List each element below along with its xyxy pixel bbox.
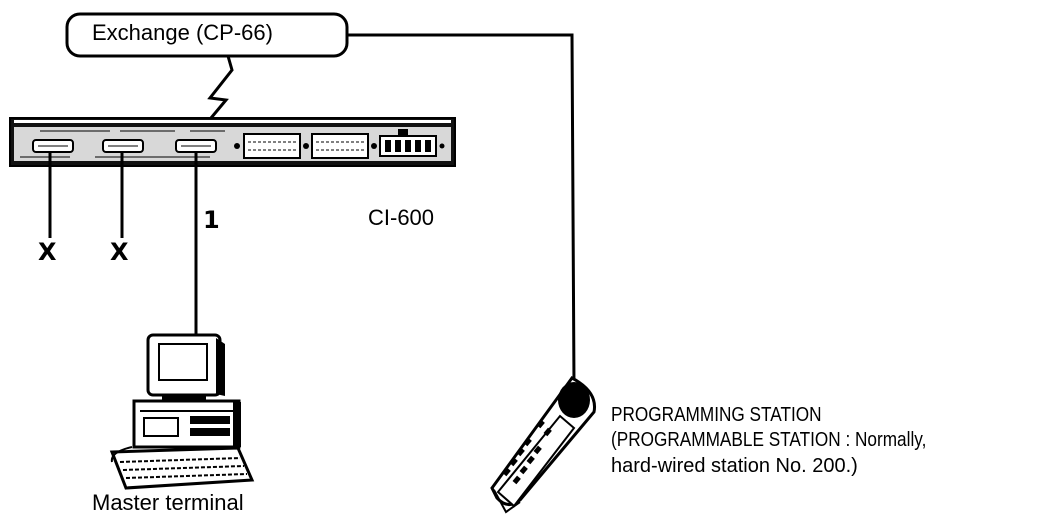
programming-station-cable	[347, 33, 576, 386]
programming-station-icon	[490, 376, 597, 514]
ci-600-label: CI-600	[368, 205, 435, 230]
programming-station-title: PROGRAMMING STATION	[611, 404, 822, 426]
master-terminal-icon	[109, 333, 255, 490]
port-1-unused-mark: X	[38, 238, 57, 266]
exchange-label: Exchange (CP-66)	[92, 20, 273, 45]
port-2-unused-mark: X	[110, 238, 129, 266]
exchange-link	[204, 55, 234, 125]
master-terminal-label: Master terminal	[92, 490, 244, 515]
port-3-number: 1	[203, 206, 220, 234]
ci-600-unit	[9, 117, 456, 167]
programming-station-detail: hard-wired station No. 200.)	[611, 455, 858, 477]
programming-station-note: (PROGRAMMABLE STATION : Normally,	[611, 429, 927, 451]
